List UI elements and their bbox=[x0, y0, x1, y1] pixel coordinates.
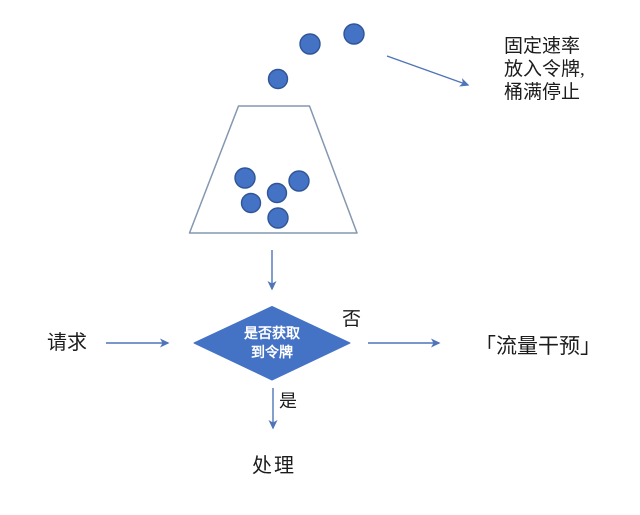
request-label: 请求 bbox=[47, 332, 87, 354]
token-circle bbox=[343, 23, 365, 45]
token-circle bbox=[288, 170, 310, 192]
bucket-trapezoid bbox=[188, 105, 358, 234]
process-label: 处理 bbox=[252, 455, 296, 477]
token-circle bbox=[267, 68, 289, 90]
decision-label: 是否获取 到令牌 bbox=[194, 324, 350, 362]
decision-diamond bbox=[193, 306, 351, 381]
token-circle bbox=[266, 182, 288, 204]
decision-label-line: 是否获取 bbox=[244, 325, 300, 341]
note-arrow bbox=[386, 55, 470, 87]
decision-label-line: 到令牌 bbox=[251, 344, 293, 360]
traffic-intervention-label: 「流量干预」 bbox=[475, 334, 601, 358]
token-circle bbox=[234, 167, 256, 189]
token-circle bbox=[240, 192, 262, 214]
fixed-rate-note-line: 桶满停止 bbox=[504, 82, 581, 103]
fixed-rate-note: 固定速率 放入令牌, 桶满停止 bbox=[504, 35, 585, 104]
token-circle bbox=[299, 33, 321, 55]
token-circle bbox=[267, 207, 289, 229]
fixed-rate-note-line: 固定速率 bbox=[504, 36, 581, 57]
bucket-tokens bbox=[234, 167, 310, 229]
yes-branch-label: 是 bbox=[279, 391, 297, 411]
no-branch-label: 否 bbox=[342, 309, 362, 330]
falling-tokens bbox=[267, 23, 365, 90]
fixed-rate-note-line: 放入令牌, bbox=[504, 59, 585, 80]
